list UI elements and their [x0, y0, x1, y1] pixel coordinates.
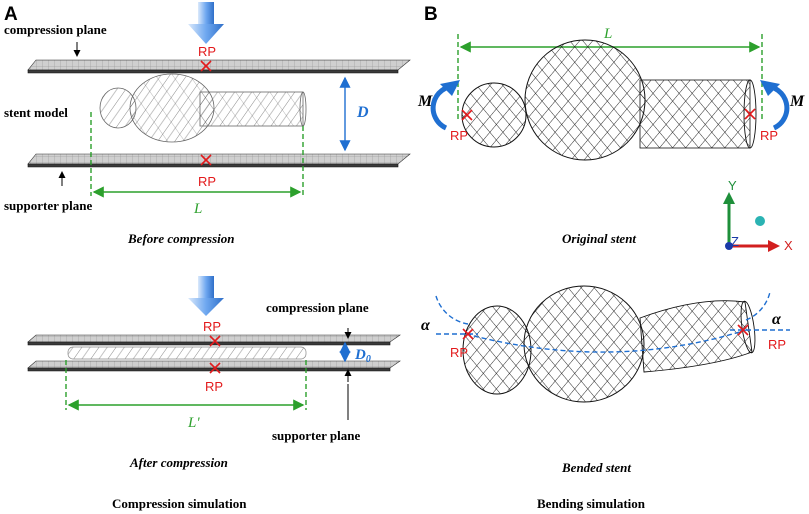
stent-model: [99, 73, 307, 143]
caption-original-stent: Original stent: [562, 231, 636, 246]
rp-marker: [737, 324, 749, 336]
caption-bended-stent: Bended stent: [561, 460, 631, 475]
dimension-l-prime-label: L': [187, 415, 200, 431]
rp-marker: [209, 335, 221, 347]
axis-x-label: X: [784, 238, 793, 253]
dimension-d0-label: D0: [354, 347, 371, 365]
rp-marker: [461, 109, 473, 121]
stent-model-label: stent model: [4, 105, 68, 120]
panel-a-letter: A: [4, 4, 18, 25]
compression-plane-label-top: compression plane: [4, 22, 107, 37]
original-stent: [461, 39, 757, 161]
bended-stent: [462, 285, 756, 403]
rp-label: RP: [205, 379, 223, 394]
angle-arc-left: [435, 295, 469, 325]
rp-marker: [462, 328, 474, 340]
compression-plate-bottom: [27, 334, 401, 346]
caption-before-compression: Before compression: [127, 231, 235, 246]
moment-left-label: M: [417, 93, 433, 110]
supporter-plate-top: [27, 153, 411, 168]
rp-label: RP: [198, 174, 216, 189]
rp-label: RP: [198, 44, 216, 59]
rp-label: RP: [760, 128, 778, 143]
flattened-stent: [67, 346, 307, 360]
rp-label: RP: [450, 128, 468, 143]
axis-triad-icon: [723, 192, 780, 252]
rp-label: RP: [203, 319, 221, 334]
axis-y-label: Y: [728, 178, 737, 193]
caption-after-compression: After compression: [129, 455, 228, 470]
compression-plane-label-bottom: compression plane: [266, 300, 369, 315]
footer-compression-simulation: Compression simulation: [112, 496, 247, 511]
bending-centerline: [465, 329, 747, 353]
panel-b-letter: B: [424, 4, 438, 25]
dimension-l-label: L: [193, 201, 202, 217]
dimension-d-label: D: [356, 104, 369, 121]
down-arrow-icon: [188, 2, 224, 44]
alpha-right-label: α: [772, 311, 782, 328]
alpha-left-label: α: [421, 317, 431, 334]
footer-bending-simulation: Bending simulation: [537, 496, 646, 511]
angle-arc-right: [745, 291, 771, 321]
moment-arrow-icon: [430, 80, 460, 131]
supporter-plate-bottom: [27, 360, 401, 372]
rp-marker: [744, 108, 756, 120]
supporter-plane-label-top: supporter plane: [4, 198, 92, 213]
rp-marker: [200, 154, 212, 166]
rp-marker: [209, 362, 221, 374]
moment-arrow-icon: [760, 80, 790, 131]
rp-label: RP: [768, 337, 786, 352]
dimension-l-label: L: [603, 26, 612, 42]
down-arrow-icon: [188, 276, 224, 316]
compression-plate-top: [27, 59, 411, 74]
supporter-plane-label-bottom: supporter plane: [272, 428, 360, 443]
moment-right-label: M: [789, 93, 805, 110]
rp-label: RP: [450, 345, 468, 360]
axis-z-label: Z: [731, 234, 739, 249]
rp-marker: [200, 60, 212, 72]
